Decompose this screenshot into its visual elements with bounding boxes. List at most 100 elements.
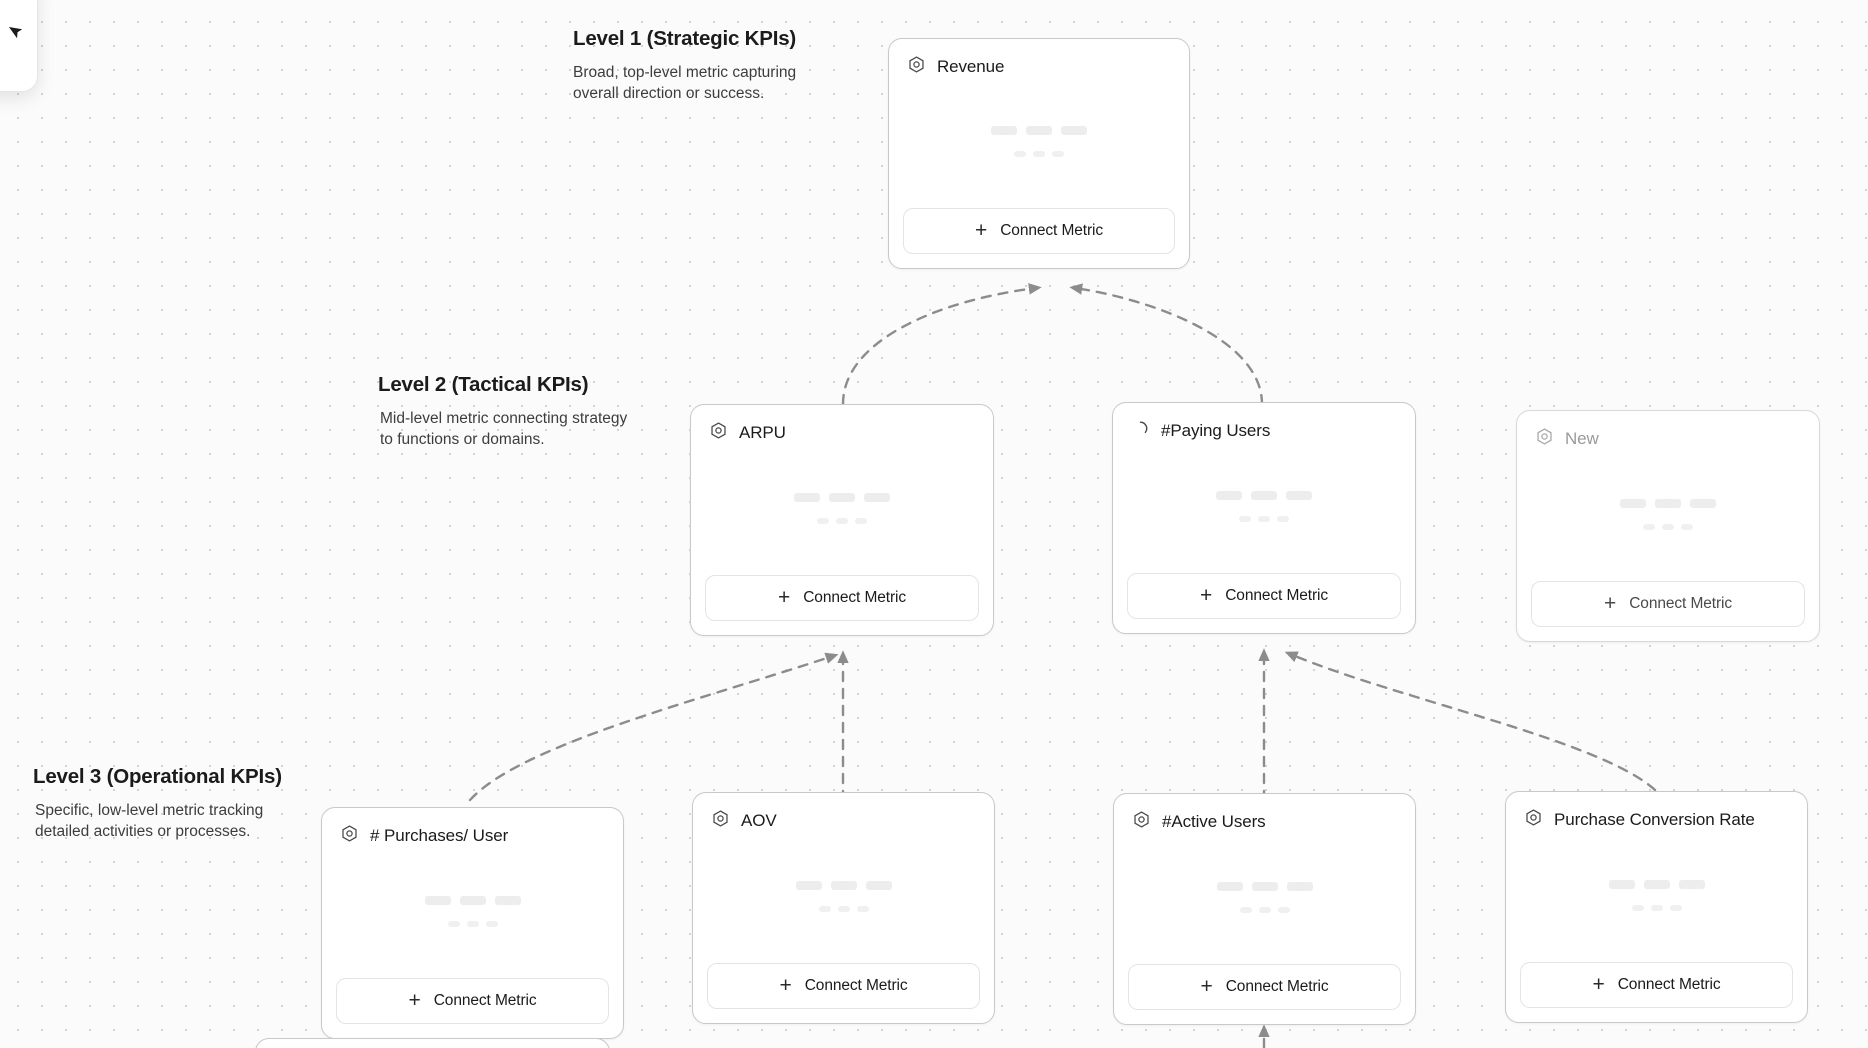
skeleton-block <box>1026 126 1052 135</box>
connect-metric-label: Connect Metric <box>1629 595 1733 612</box>
metric-card-new[interactable]: New + Connect Metric <box>1516 410 1820 642</box>
skeleton-row-secondary <box>817 517 867 524</box>
skeleton-row-primary <box>795 880 892 890</box>
skeleton-block <box>459 895 486 905</box>
connect-metric-button[interactable]: + Connect Metric <box>705 575 979 621</box>
edge-arpu-to-revenue <box>841 283 1042 406</box>
skeleton-row-secondary <box>1643 523 1693 530</box>
metric-card-active-users[interactable]: #Active Users + Connect Metric <box>1113 793 1416 1025</box>
card-title: Revenue <box>937 57 1005 76</box>
level-2-description: Mid-level metric connecting strategy to … <box>380 410 628 448</box>
card-skeleton-body <box>691 445 993 575</box>
skeleton-block <box>1258 515 1270 522</box>
metric-card-arpu[interactable]: ARPU + Connect Metric <box>690 404 994 636</box>
skeleton-block <box>1239 906 1252 913</box>
level-1-label: Level 1 (Strategic KPIs) Broad, top-leve… <box>573 27 833 105</box>
skeleton-row-primary <box>1216 490 1312 500</box>
skeleton-block <box>829 492 855 502</box>
skeleton-row-primary <box>1216 881 1313 891</box>
connect-metric-button[interactable]: + Connect Metric <box>336 978 609 1024</box>
skeleton-row-secondary <box>1631 904 1682 911</box>
plus-icon: + <box>974 218 988 242</box>
skeleton-row-primary <box>794 492 890 502</box>
metric-card-offscreen-bottom[interactable] <box>255 1038 610 1048</box>
plus-icon: + <box>1603 591 1617 615</box>
skeleton-row-secondary <box>1239 906 1290 913</box>
connect-metric-button[interactable]: + Connect Metric <box>1531 581 1805 627</box>
connect-metric-label: Connect Metric <box>804 977 908 994</box>
connect-metric-label: Connect Metric <box>803 589 907 606</box>
card-header: ARPU <box>691 405 993 445</box>
skeleton-block <box>1286 881 1313 891</box>
edge-conversion-to-paying-users <box>1284 651 1657 792</box>
connect-metric-button[interactable]: + Connect Metric <box>707 963 980 1009</box>
edge-paying-users-to-revenue <box>1069 283 1264 406</box>
skeleton-block <box>865 880 892 890</box>
plus-icon: + <box>1199 583 1213 607</box>
skeleton-block <box>1216 490 1242 500</box>
connect-metric-button[interactable]: + Connect Metric <box>903 208 1175 254</box>
skeleton-block <box>424 895 451 905</box>
skeleton-block <box>485 920 498 927</box>
cursor-pointer-icon[interactable] <box>7 22 27 47</box>
metric-card-purchase-conversion-rate[interactable]: Purchase Conversion Rate + Connect Metri… <box>1505 791 1808 1023</box>
card-header: Purchase Conversion Rate <box>1506 792 1807 832</box>
hexagon-metric-icon <box>1132 810 1151 834</box>
skeleton-row-primary <box>991 126 1087 135</box>
skeleton-block <box>855 517 867 524</box>
skeleton-block <box>836 517 848 524</box>
metric-card-revenue[interactable]: Revenue + Connect Metric <box>888 38 1190 269</box>
skeleton-block <box>1251 881 1278 891</box>
skeleton-block <box>1608 879 1635 889</box>
card-title: Purchase Conversion Rate <box>1554 810 1755 829</box>
level-1-description: Broad, top-level metric capturing overal… <box>573 64 797 102</box>
card-skeleton-body <box>1113 443 1415 573</box>
hexagon-metric-icon <box>340 824 359 848</box>
plus-icon: + <box>779 973 792 997</box>
skeleton-row-primary <box>424 895 521 905</box>
skeleton-block <box>991 126 1017 135</box>
card-skeleton-body <box>1506 832 1807 962</box>
card-skeleton-body <box>889 79 1189 208</box>
skeleton-block <box>466 920 479 927</box>
connect-metric-label: Connect Metric <box>1000 222 1104 239</box>
card-header: # Purchases/ User <box>322 808 623 848</box>
skeleton-block <box>1620 498 1646 508</box>
skeleton-block <box>794 492 820 502</box>
skeleton-block <box>1650 904 1663 911</box>
skeleton-block <box>1277 906 1290 913</box>
skeleton-block <box>1277 515 1289 522</box>
skeleton-block <box>817 517 829 524</box>
level-3-title: Level 3 (Operational KPIs) <box>33 765 282 788</box>
skeleton-block <box>1286 490 1312 500</box>
skeleton-block <box>1258 906 1271 913</box>
hexagon-metric-icon <box>907 55 926 79</box>
floating-tool-panel[interactable] <box>0 0 38 92</box>
metric-card-aov[interactable]: AOV + Connect Metric <box>692 792 995 1024</box>
skeleton-row-secondary <box>1239 515 1289 522</box>
connect-metric-button[interactable]: + Connect Metric <box>1127 573 1401 619</box>
skeleton-row-primary <box>1620 498 1716 508</box>
skeleton-block <box>447 920 460 927</box>
connect-metric-button[interactable]: + Connect Metric <box>1128 964 1401 1010</box>
skeleton-block <box>1014 151 1026 157</box>
skeleton-block <box>837 905 850 912</box>
plus-icon: + <box>408 988 421 1012</box>
metric-card-paying-users[interactable]: #Paying Users + Connect Metric <box>1112 402 1416 634</box>
skeleton-block <box>494 895 521 905</box>
plus-icon: + <box>1200 974 1213 998</box>
card-header: #Paying Users <box>1113 403 1415 443</box>
connect-metric-button[interactable]: + Connect Metric <box>1520 962 1793 1008</box>
level-1-title: Level 1 (Strategic KPIs) <box>573 27 797 50</box>
card-header: New <box>1517 411 1819 451</box>
connect-metric-label: Connect Metric <box>433 992 537 1009</box>
skeleton-block <box>1662 523 1674 530</box>
metric-card-purchases-per-user[interactable]: # Purchases/ User + Connect Metric <box>321 807 624 1039</box>
card-header: #Active Users <box>1114 794 1415 834</box>
card-title: New <box>1565 429 1599 448</box>
skeleton-block <box>1655 498 1681 508</box>
level-2-title: Level 2 (Tactical KPIs) <box>378 373 589 396</box>
skeleton-block <box>1061 126 1087 135</box>
skeleton-block <box>1216 881 1243 891</box>
